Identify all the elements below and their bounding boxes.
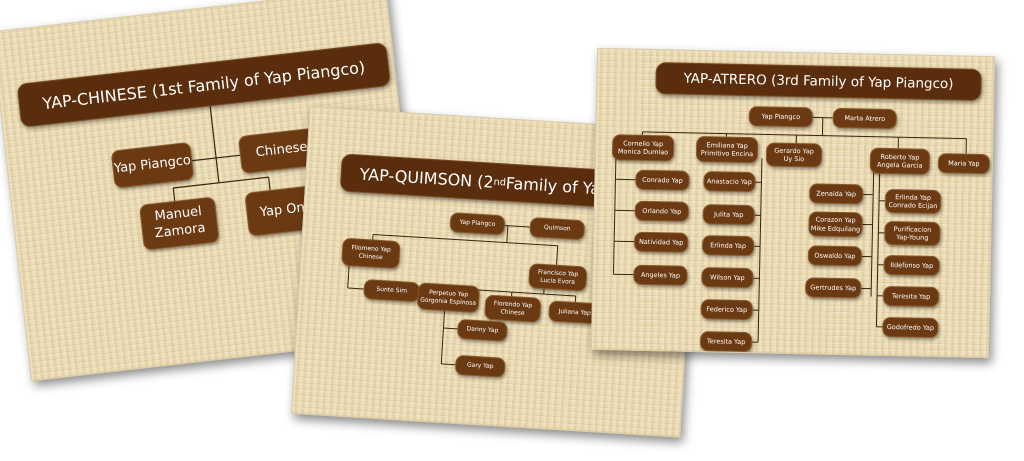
slide-2-title-main: YAP-QUIMSON (2 <box>359 164 495 192</box>
node-gary-yap: Gary Yap <box>454 354 506 378</box>
node-julita-yap: Julita Yap <box>702 204 755 226</box>
slide-yap-atrero: YAP-ATRERO (3rd Family of Yap Piangco) Y… <box>590 47 996 359</box>
node-filomeno-yap: Filomeno Yap Chinese <box>341 237 401 270</box>
node-perpetuo-yap: Perpetuo Yap Gorgonia Espinosa <box>416 282 481 314</box>
node-orlando-yap: Orlando Yap <box>634 200 690 222</box>
node-roberto-yap: Roberto Yap Angela Garcia <box>869 147 931 175</box>
node-godofredo-yap: Godofredo Yap <box>882 316 939 339</box>
node-danny-yap: Danny Yap <box>456 318 508 342</box>
node-florendo-yap: Florendo Yap Chinese <box>484 294 542 323</box>
node-manuel-zamora: Manuel Zamora <box>138 196 220 251</box>
node-federico-yap: Federico Yap <box>700 299 753 321</box>
node-teresita-yap-2: Teresita Yap <box>882 285 940 308</box>
node-wilson-yap: Wilson Yap <box>701 267 754 289</box>
node-corazon-yap: Corazon Yap Mike Edquilang <box>808 211 863 238</box>
node-maria-yap: Maria Yap <box>937 153 991 175</box>
slide-yap-chinese: YAP-CHINESE (1st Family of Yap Piangco) … <box>0 0 426 382</box>
node-erlinda-yap-ecijan: Erlinda Yap Conrado Ecijan <box>884 188 942 215</box>
slide-3-title: YAP-ATRERO (3rd Family of Yap Piangco) <box>655 62 982 101</box>
node-anastacio-yap: Anastacio Yap <box>703 171 756 193</box>
node-gertrudes-yap: Gertrudes Yap <box>805 277 862 299</box>
node-emiliana-yap: Emiliana Yap Primitivo Encina <box>695 135 759 164</box>
node-gerardo-yap: Gerardo Yap Uy Sio <box>765 142 823 168</box>
node-marta-atrero: Marta Atrero <box>832 107 897 130</box>
slide-2-title-sup: nd <box>493 176 507 188</box>
node-erlinda-yap: Erlinda Yap <box>701 235 755 257</box>
node-yap-piangco: Yap Piangco <box>748 106 814 128</box>
node-teresita-yap: Teresita Yap <box>699 331 753 353</box>
node-cornelio-yap: Cornelio Yap Monica Dumlao <box>611 134 675 162</box>
node-natividad-yap: Natividad Yap <box>633 231 689 253</box>
node-francisco-yap: Francisco Yap Lucia Evora <box>528 263 588 292</box>
node-conrado-yap: Conrado Yap <box>635 169 690 191</box>
node-ildefonso-yap: Ildefonso Yap <box>883 254 940 277</box>
node-oswaldo-yap: Oswaldo Yap <box>807 245 863 267</box>
node-quimson: Quimson <box>529 217 586 241</box>
node-purificacion-yap: Purificacion Yap-Young <box>884 220 941 247</box>
slide-3-connectors <box>612 116 967 343</box>
node-angeles-yap: Angeles Yap <box>633 264 688 286</box>
node-sunte-sim: Sunte Sim <box>363 279 421 303</box>
node-yap-piangco: Yap Piangco <box>449 212 506 236</box>
node-zenaida-yap: Zenaida Yap <box>808 183 864 205</box>
